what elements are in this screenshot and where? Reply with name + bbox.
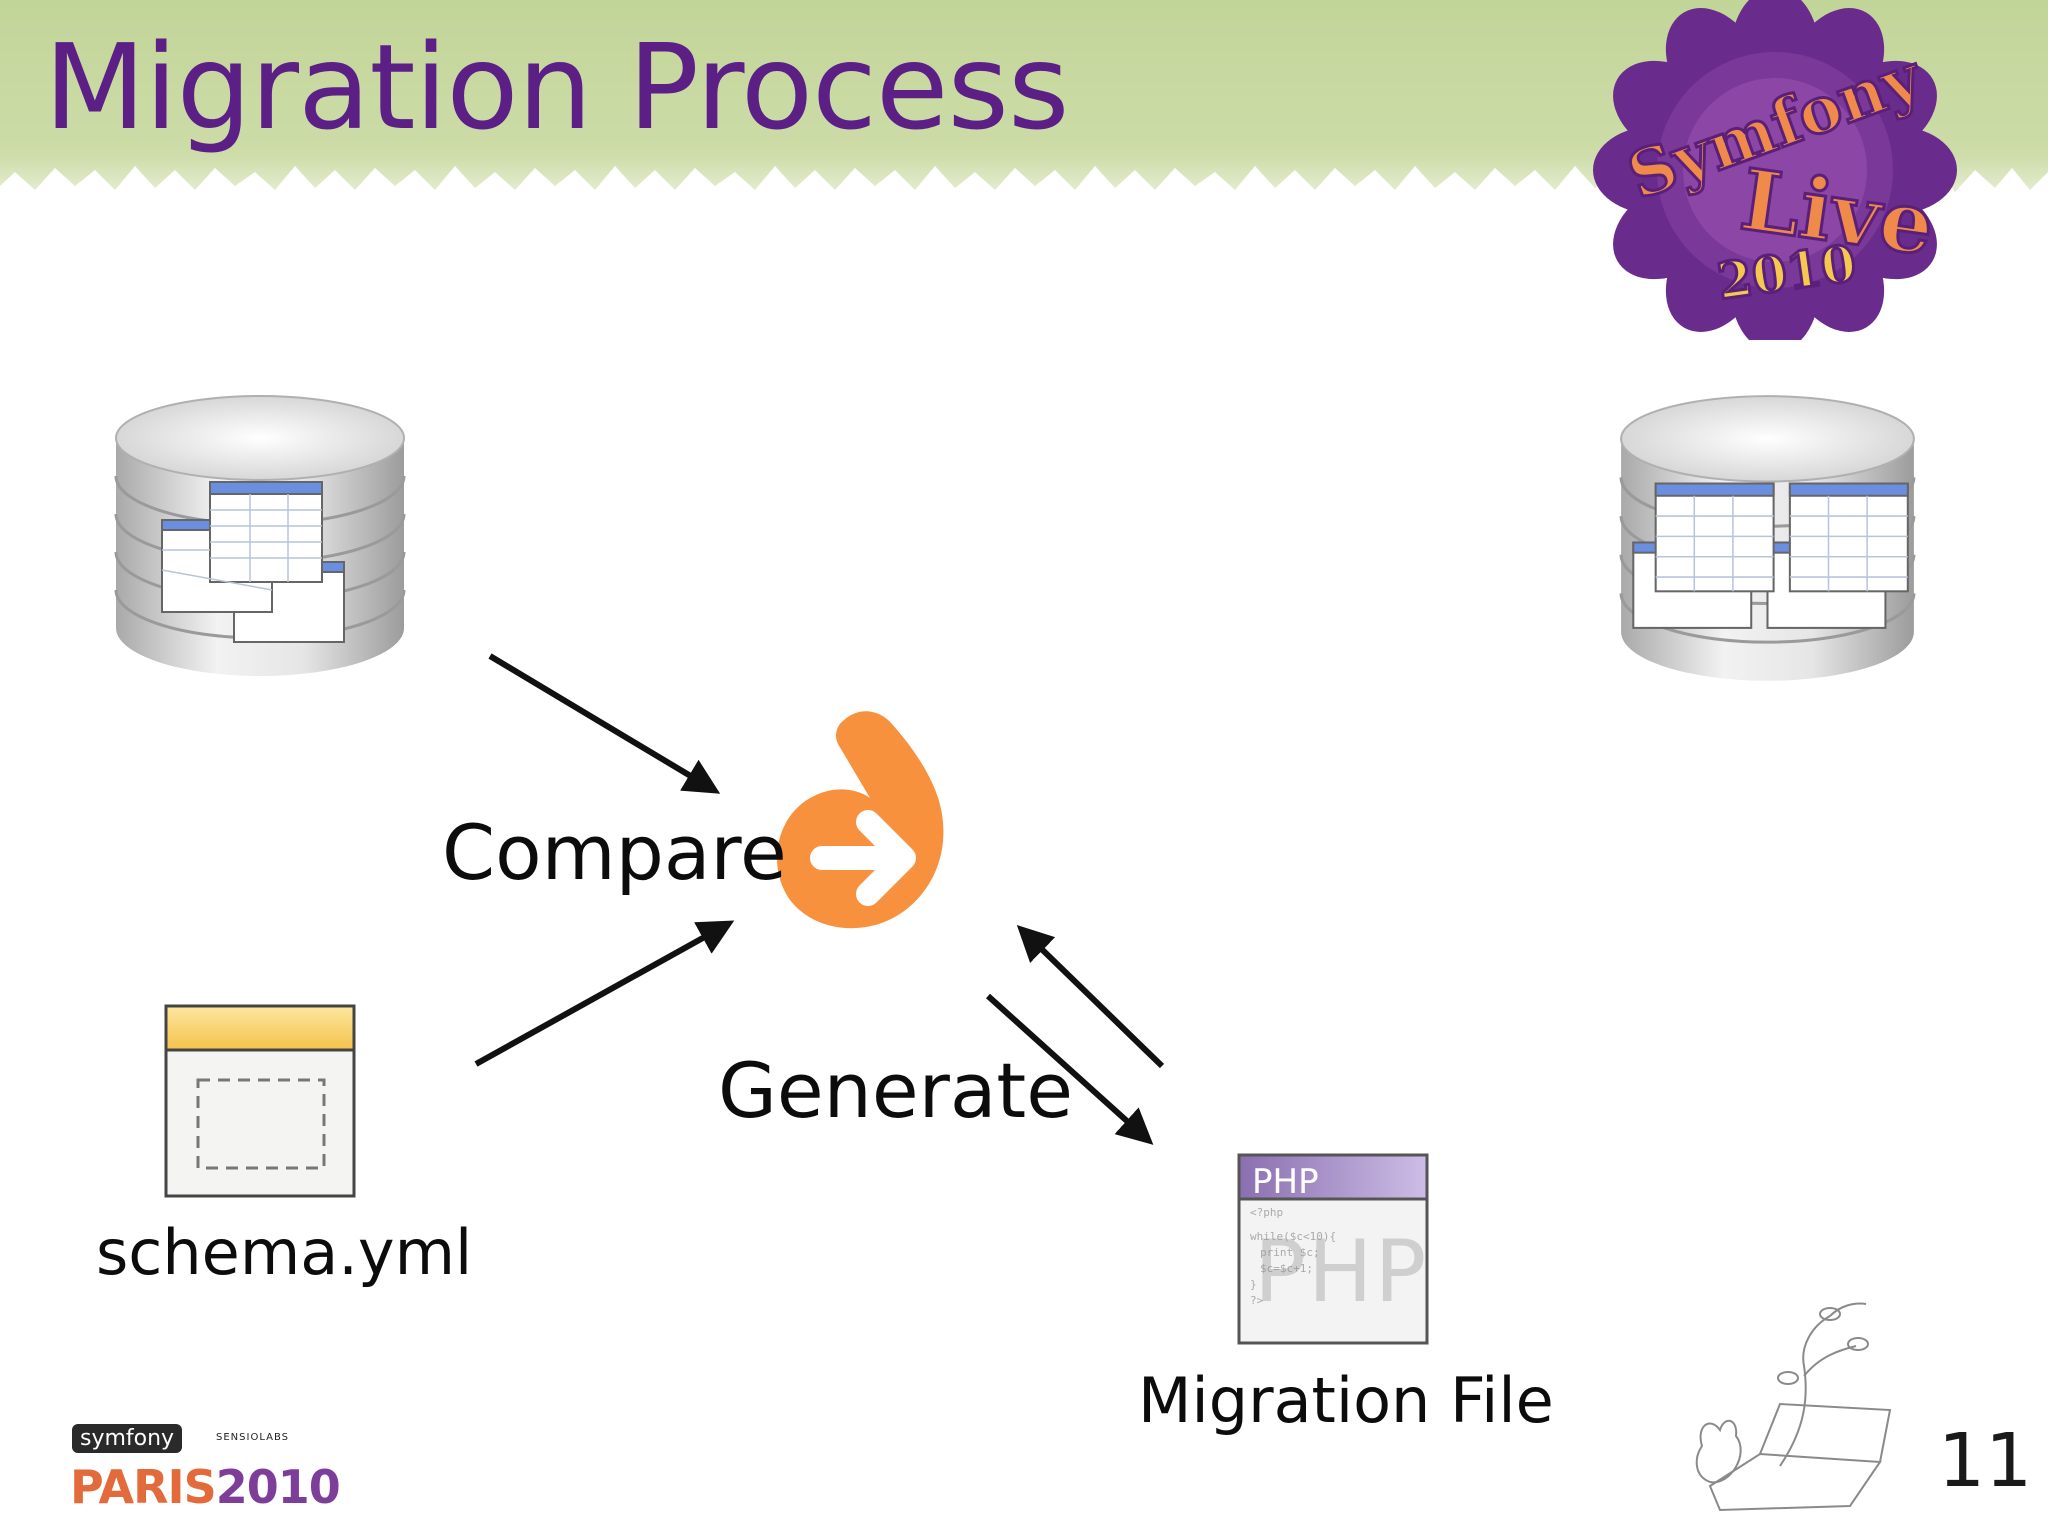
footer-symfony-text: symfony <box>72 1424 183 1453</box>
arrow-icon <box>985 993 1154 1145</box>
svg-text:$c=$c+1;: $c=$c+1; <box>1260 1262 1313 1275</box>
footer-sensio-text: SENSIOLABS <box>216 1432 289 1443</box>
schema-label: schema.yml <box>96 1216 473 1289</box>
page-number: 11 <box>1938 1418 2033 1504</box>
database-icon <box>114 395 406 676</box>
php-watermark: PHP <box>1254 1222 1429 1322</box>
footer-year: 2010 <box>215 1460 341 1514</box>
svg-text:}: } <box>1250 1278 1257 1291</box>
slide-title: Migration Process <box>44 18 1069 156</box>
php-tag: PHP <box>1252 1162 1319 1202</box>
arrow-icon <box>488 653 721 794</box>
yaml-file-icon <box>164 1004 356 1198</box>
svg-text:<?php: <?php <box>1250 1206 1283 1219</box>
footer-paris-text: PARIS2010 <box>70 1460 341 1514</box>
migration-file-label: Migration File <box>1138 1364 1554 1437</box>
svg-text:print $c;: print $c; <box>1260 1246 1320 1259</box>
footer-paris-word: PARIS <box>70 1460 217 1514</box>
database-icon <box>1619 395 1916 681</box>
arrow-icon <box>1016 924 1165 1069</box>
arrow-icon <box>474 920 735 1067</box>
generate-label: Generate <box>718 1046 1073 1135</box>
php-file-icon: <?php while($c<10){ print $c; $c=$c+1; }… <box>1237 1153 1429 1345</box>
svg-text:while($c<10){: while($c<10){ <box>1250 1230 1336 1243</box>
compare-label: Compare <box>442 808 787 897</box>
symfony-live-badge: Symfony Live 2010 <box>1593 0 1957 340</box>
doctrine-logo-icon <box>777 711 944 929</box>
decorative-sketch-icon <box>1695 1302 1892 1512</box>
footer-logo: symfony SENSIOLABS PARIS2010 <box>56 1408 396 1523</box>
header-band <box>0 0 2048 192</box>
svg-text:?>: ?> <box>1250 1294 1264 1307</box>
